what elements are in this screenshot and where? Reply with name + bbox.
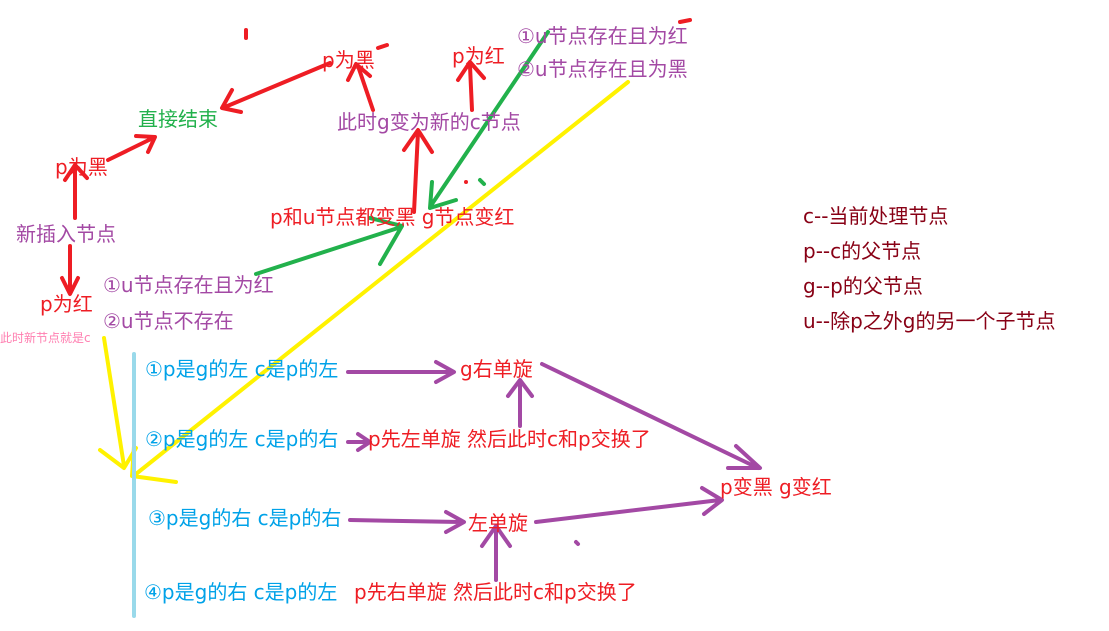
arrow-green-tick bbox=[478, 178, 486, 186]
arrow-p-black-to-end bbox=[106, 134, 157, 162]
legend-p: p--c的父节点 bbox=[803, 239, 922, 263]
node-p-left-then-swap: p先左单旋 然后此时c和p交换了 bbox=[368, 427, 651, 451]
node-end-direct: 直接结束 bbox=[138, 107, 218, 131]
node-case-u-red-top: ①u节点存在且为红 bbox=[517, 24, 688, 48]
legend-c: c--当前处理节点 bbox=[803, 204, 949, 228]
node-new-node-is-c: 此时新节点就是c bbox=[0, 331, 91, 345]
node-g-becomes-c: 此时g变为新的c节点 bbox=[337, 110, 521, 134]
arrow-case-u-red-to-recolor bbox=[254, 216, 404, 276]
arrow-p-red-top-tick bbox=[678, 18, 692, 24]
arrow-p-right-up-to-left bbox=[480, 524, 512, 582]
arrow-p-black-top-to-end bbox=[220, 61, 332, 114]
green-arrows bbox=[254, 30, 550, 276]
legend-g: g--p的父节点 bbox=[803, 274, 923, 298]
node-case-u-red: ①u节点存在且为红 bbox=[103, 273, 274, 297]
node-left-rotate: 左单旋 bbox=[468, 511, 528, 535]
legend-u: u--除p之外g的另一个子节点 bbox=[803, 309, 1056, 333]
arrow-insert-to-p-black bbox=[63, 163, 89, 220]
arrow-g-to-p-black-top bbox=[346, 62, 375, 112]
arrow-p-black-top-tick bbox=[376, 43, 389, 50]
node-p-right-then-swap: p先右单旋 然后此时c和p交换了 bbox=[354, 580, 637, 604]
purple-arrows bbox=[346, 360, 762, 582]
node-case-u-black-top: ②u节点存在且为黑 bbox=[517, 57, 688, 81]
arrow-p-left-up-to-g-right bbox=[506, 378, 534, 428]
node-final-recolor: p变黑 g变红 bbox=[720, 475, 832, 499]
arrow-case1-to-g-right bbox=[346, 360, 456, 384]
node-g-right-rotate: g右单旋 bbox=[460, 357, 533, 381]
arrow-case3-to-left bbox=[348, 510, 466, 534]
rot-case4: ④p是g的右 c是p的左 bbox=[144, 580, 338, 604]
arrow-new-node-to-cases bbox=[98, 336, 138, 470]
arrow-case2-to-p-left bbox=[346, 432, 372, 452]
node-insert: 新插入节点 bbox=[16, 222, 116, 246]
arrow-purple-dot bbox=[574, 540, 580, 546]
node-p-red-left: p为红 bbox=[40, 292, 93, 316]
node-p-red-top: p为红 bbox=[452, 44, 505, 68]
rot-case3: ③p是g的右 c是p的右 bbox=[148, 506, 342, 530]
arrow-left-to-final bbox=[534, 486, 724, 524]
node-p-black-top: p为黑 bbox=[322, 48, 375, 72]
rot-case2: ②p是g的左 c是p的右 bbox=[145, 427, 339, 451]
red-arrows bbox=[60, 18, 692, 296]
arrow-g-right-to-final bbox=[540, 362, 762, 470]
arrow-recolor-to-g bbox=[402, 128, 434, 214]
node-recolor: p和u节点都变黑 g节点变红 bbox=[270, 205, 515, 229]
arrow-g-to-p-red-top bbox=[456, 60, 486, 112]
red-dot bbox=[464, 180, 468, 184]
node-p-black-left: p为黑 bbox=[55, 155, 108, 179]
rot-case1: ①p是g的左 c是p的左 bbox=[145, 357, 339, 381]
arrow-top-u-red-to-recolor bbox=[428, 30, 550, 210]
arrow-insert-to-p-red bbox=[60, 244, 80, 296]
node-case-u-absent: ②u节点不存在 bbox=[103, 309, 234, 333]
